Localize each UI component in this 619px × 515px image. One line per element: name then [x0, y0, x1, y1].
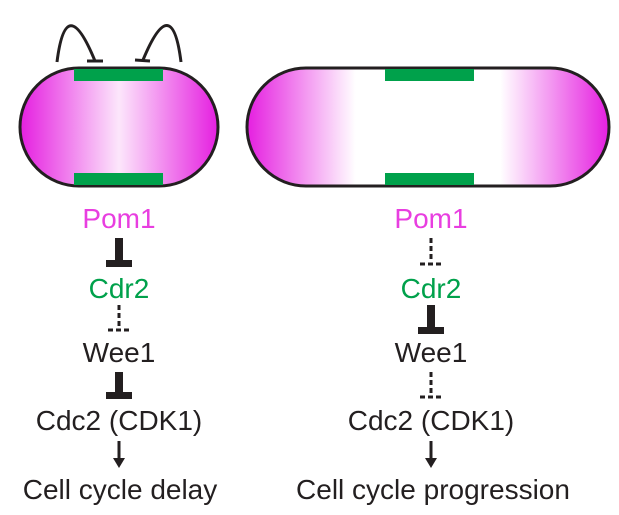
- wee1-label: Wee1: [83, 337, 156, 368]
- cdr2-nodes-bottom: [385, 173, 474, 185]
- cdr2-nodes-bottom: [74, 173, 163, 185]
- cdc2-label: Cdc2 (CDK1): [36, 405, 202, 436]
- outcome-label: Cell cycle delay: [23, 474, 218, 505]
- arrow-down-icon: [113, 441, 125, 468]
- cdr2-nodes-top: [74, 69, 163, 81]
- cdr2-label: Cdr2: [401, 273, 462, 304]
- dashed-inhibition-icon: [108, 305, 131, 332]
- wee1-label: Wee1: [395, 337, 468, 368]
- arrow-down-icon: [425, 441, 437, 468]
- cdc2-label: Cdc2 (CDK1): [348, 405, 514, 436]
- long-cell: [245, 66, 611, 188]
- cdr2-nodes-top: [385, 69, 474, 81]
- outcome-label: Cell cycle progression: [296, 474, 570, 505]
- right-pathway: Pom1 Cdr2 Wee1 Cdc2 (CDK1) Cell cycle pr…: [296, 203, 570, 505]
- solid-inhibition-icon: [106, 238, 132, 267]
- pom1-label: Pom1: [82, 203, 155, 234]
- pom1-inhibition-arc-left: [55, 24, 97, 63]
- cdr2-label: Cdr2: [89, 273, 150, 304]
- solid-inhibition-icon: [418, 305, 444, 334]
- dashed-inhibition-icon: [420, 372, 443, 399]
- left-pathway: Pom1 Cdr2 Wee1 Cdc2 (CDK1) Cell cycle de…: [23, 203, 218, 505]
- solid-inhibition-icon: [106, 372, 132, 399]
- pom1-inhibition-arc-right: [141, 24, 183, 63]
- dashed-inhibition-icon: [420, 238, 443, 266]
- pom1-label: Pom1: [394, 203, 467, 234]
- short-cell: [18, 24, 220, 188]
